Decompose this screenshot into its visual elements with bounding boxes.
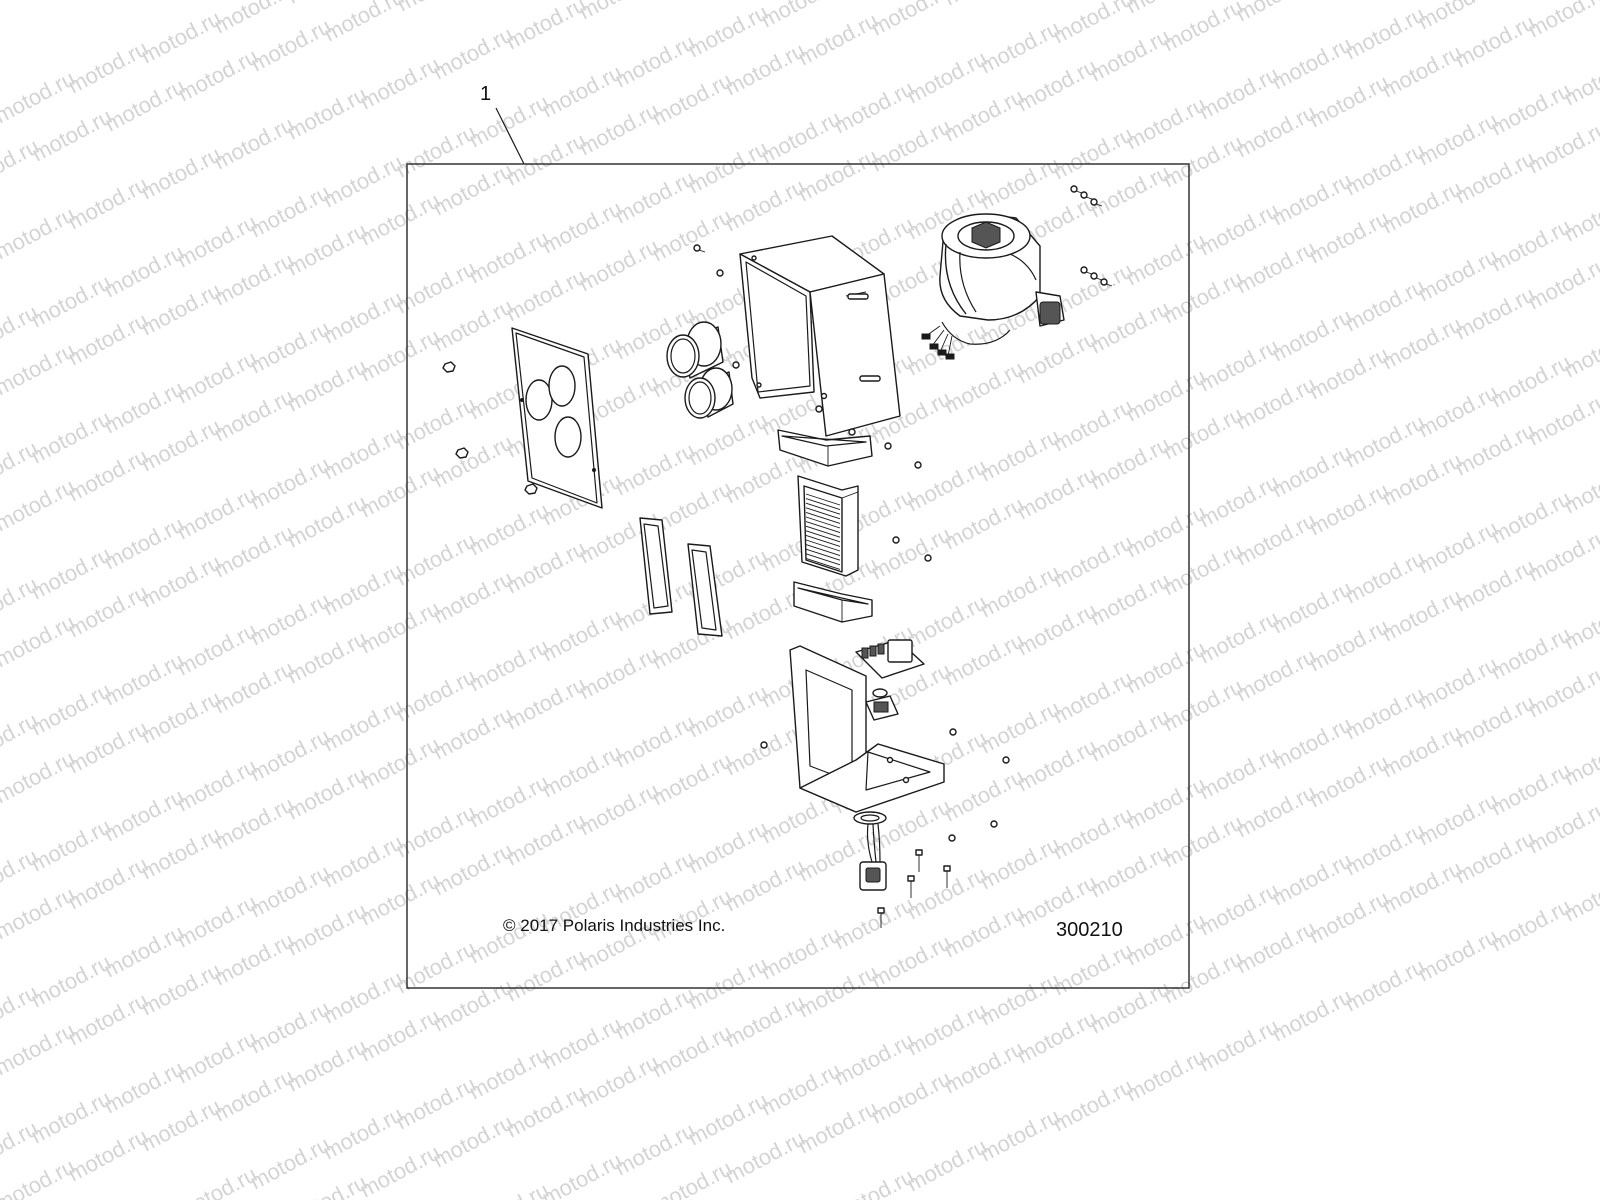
core-fin-line	[805, 511, 841, 524]
watermark-text: motod.ru	[1524, 252, 1600, 315]
watermark-text: motod.ru	[1524, 796, 1600, 859]
watermark-text: motod.ru	[393, 0, 481, 16]
core-fin-line	[805, 530, 841, 543]
core-fin-line	[805, 502, 841, 515]
core-fin-line	[805, 557, 841, 570]
watermark-text: motod.ru	[648, 1156, 736, 1200]
watermark-text: motod.ru	[1524, 388, 1600, 451]
screw	[990, 820, 998, 828]
core-fin-line	[805, 539, 841, 552]
core-fin-line	[805, 507, 841, 520]
watermark-text: motod.ru	[940, 0, 1028, 10]
core-fin-line	[805, 548, 841, 561]
callout-number: 1	[480, 83, 491, 105]
vent-outlet	[684, 367, 734, 419]
heater-housing	[739, 235, 901, 437]
watermark-text: motod.ru	[1560, 48, 1600, 111]
screw	[877, 907, 885, 928]
vent-outlet	[666, 321, 724, 379]
screw	[1070, 185, 1083, 194]
callout-leader-line	[495, 107, 525, 165]
screw	[1080, 266, 1093, 275]
cover-nut	[442, 361, 538, 495]
wiring-harness	[859, 823, 887, 891]
watermark-text: motod.ru	[538, 1148, 626, 1200]
core-fin-line	[805, 525, 841, 538]
screw	[1100, 278, 1113, 287]
base-bracket	[789, 645, 945, 825]
core-fin-line	[805, 553, 841, 566]
core-fin-line	[805, 498, 841, 511]
watermark-text: motod.ru	[210, 0, 298, 38]
heater-core	[797, 475, 859, 577]
core-fin-line	[805, 562, 841, 575]
screw	[760, 741, 768, 749]
watermark-text: motod.ru	[1524, 660, 1600, 723]
watermark-text: motod.ru	[1524, 0, 1600, 42]
core-fin-line	[805, 544, 841, 557]
watermark-text: motod.ru	[1560, 456, 1600, 519]
filter-strip	[639, 517, 673, 615]
screw	[1080, 191, 1093, 200]
watermark-text: motod.ru	[173, 1162, 261, 1200]
watermark-text: motod.ru	[320, 0, 408, 46]
blower-screws	[1070, 185, 1113, 287]
watermark-text: motod.ru	[1049, 0, 1137, 48]
bracket-screws	[760, 728, 1010, 928]
screw	[915, 849, 923, 872]
watermark-text: motod.ru	[575, 0, 663, 24]
screw	[1090, 272, 1103, 281]
core-fin-line	[805, 493, 841, 506]
relay-switch	[865, 688, 899, 721]
screw	[949, 728, 957, 736]
screw	[948, 834, 956, 842]
watermark-text: motod.ru	[1560, 320, 1600, 383]
core-fin-line	[805, 521, 841, 534]
watermark-text: motod.ru	[1560, 864, 1600, 927]
screw	[943, 865, 951, 888]
core-fin-line	[805, 516, 841, 529]
blower-motor	[921, 213, 1065, 360]
screw	[1090, 198, 1103, 207]
control-board	[855, 639, 925, 679]
front-cover-plate	[511, 327, 603, 509]
copyright-text: © 2017 Polaris Industries Inc.	[503, 916, 725, 935]
watermark-text: motod.ru	[867, 0, 955, 40]
watermark-text: motod.ru	[1560, 184, 1600, 247]
screw	[1002, 756, 1010, 764]
callout-1: 1	[480, 83, 525, 165]
lower-duct-tray	[793, 581, 873, 623]
watermark-text: motod.ru	[1524, 116, 1600, 179]
watermark-text: motod.ru	[1524, 524, 1600, 587]
filter-strip	[687, 543, 723, 637]
watermark-text: motod.ru	[1232, 0, 1320, 26]
watermark-text: motod.ru	[1560, 592, 1600, 655]
screw	[892, 536, 932, 562]
figure-number: 300210	[1056, 919, 1123, 941]
upper-duct-tray	[777, 428, 922, 469]
watermark-text: motod.ru	[830, 1164, 918, 1200]
diagram-frame	[406, 163, 1190, 989]
screw	[907, 875, 915, 898]
core-fin-line	[805, 534, 841, 547]
watermark-text: motod.ru	[0, 1154, 79, 1200]
watermark-text: motod.ru	[1560, 728, 1600, 791]
